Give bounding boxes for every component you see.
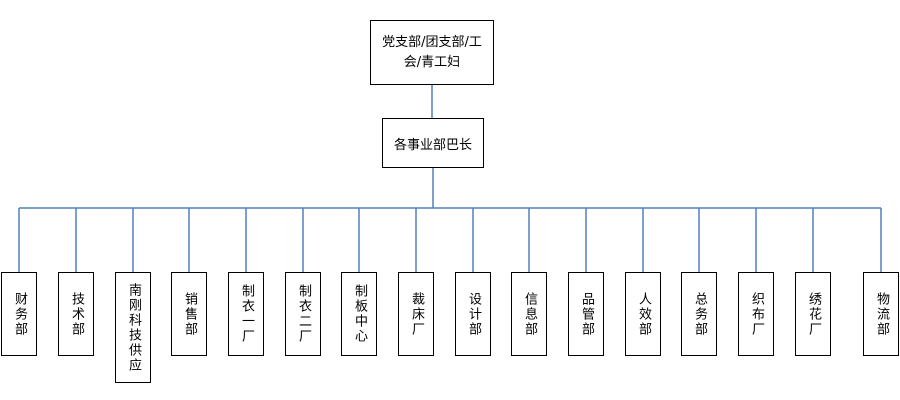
party-union-node: 党支部/团支部/工会/青工妇 [370, 20, 494, 85]
dept-weaving-factory: 织布厂 [738, 272, 774, 356]
dept-pattern-center: 制板中心 [341, 272, 377, 356]
dept-finance: 财务部 [1, 272, 37, 356]
dept-nangang-tech-supply: 南刚科技供应 [115, 272, 151, 383]
dept-design: 设计部 [455, 272, 491, 356]
dept-technology: 技术部 [58, 272, 94, 356]
party-union-label: 党支部/团支部/工会/青工妇 [382, 34, 482, 70]
dept-cutting-factory: 裁床厂 [398, 272, 434, 356]
dept-garment-factory-1: 制衣一厂 [228, 272, 264, 356]
dept-embroidery-factory: 绣花厂 [795, 272, 831, 356]
dept-information: 信息部 [511, 272, 547, 356]
dept-garment-factory-2: 制衣二厂 [285, 272, 321, 356]
dept-general-affairs: 总务部 [681, 272, 717, 356]
dept-sales: 销售部 [171, 272, 207, 356]
dept-quality: 品管部 [568, 272, 604, 356]
division-heads-label: 各事业部巴长 [393, 137, 472, 153]
dept-logistics: 物流部 [863, 272, 899, 356]
dept-hr-efficiency: 人效部 [625, 272, 661, 356]
division-heads-node: 各事业部巴长 [382, 118, 484, 168]
